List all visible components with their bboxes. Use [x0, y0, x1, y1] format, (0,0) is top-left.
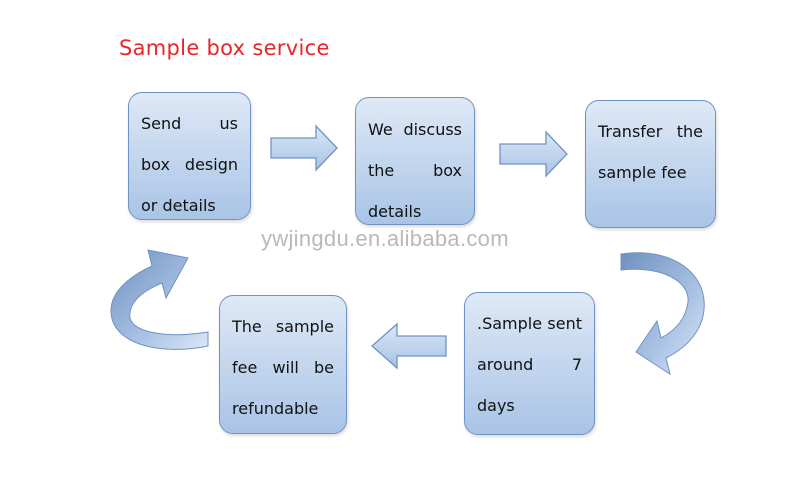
arrow-sent-to-refund	[371, 322, 447, 370]
node-sample-sent: .Sample sent around 7 days	[464, 292, 595, 435]
arrow-send-to-discuss	[270, 124, 338, 172]
curved-arrow-transfer-to-sent	[620, 252, 705, 376]
node-refund: The sample fee will be refundable	[219, 295, 347, 434]
curved-arrow-refund-to-send	[110, 249, 209, 350]
node-transfer-fee: Transfer the sample fee	[585, 100, 716, 228]
arrow-discuss-to-transfer	[499, 130, 568, 178]
node-discuss: We discuss the box details	[355, 97, 475, 225]
watermark-text: ywjingdu.en.alibaba.com	[261, 226, 509, 251]
diagram-title: Sample box service	[119, 36, 330, 60]
node-send-design: Send us box design or details	[128, 92, 251, 220]
